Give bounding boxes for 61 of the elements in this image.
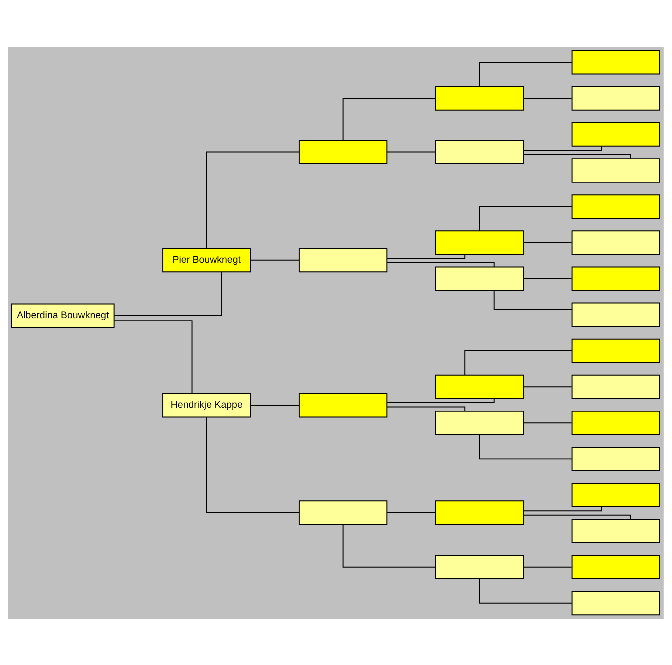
connector [386,151,436,152]
node-box: Hendrikje Kappe [162,392,252,418]
connector [523,146,602,151]
connector [342,98,436,140]
node-box [572,590,660,616]
node-box [435,500,524,524]
connector [479,206,573,232]
node-box [298,392,388,418]
node-box [572,266,660,291]
connector [386,398,495,403]
connector [523,422,572,424]
connector [479,434,573,460]
node-box [572,122,660,146]
connector [250,259,300,260]
connector [479,62,573,87]
node-box [435,266,524,291]
connector [206,151,300,248]
connector [386,254,466,259]
connector [250,404,300,406]
connector [523,386,572,388]
node-box [435,140,524,164]
node-box [572,518,660,543]
connector [206,416,300,513]
node-box [435,410,524,435]
node-box: Alberdina Bouwknegt [12,303,115,328]
node-box [572,302,660,327]
connector [479,578,573,604]
node-box [435,230,524,255]
node-box [572,446,660,471]
node-box: Pier Bouwknegt [162,248,252,272]
node-box [572,374,660,399]
connector [494,290,573,310]
connector [342,524,436,568]
connector [523,154,632,159]
node-box [572,482,660,507]
node-box [572,50,660,74]
connector [523,514,632,520]
connector [464,350,573,376]
node-box [572,194,660,218]
connector [523,242,572,243]
connector [523,566,572,568]
connector [386,262,495,267]
connector [386,512,436,513]
node-box [435,86,524,110]
connector [523,278,572,279]
connector [523,506,602,512]
node-box [572,158,660,182]
connector [523,98,572,99]
node-box [435,374,524,399]
node-box [298,140,388,164]
node-box [435,554,524,580]
node-box [572,86,660,110]
node-box [572,338,660,363]
node-box [298,500,388,524]
node-box [298,248,388,272]
connector [386,406,466,412]
node-box [572,554,660,580]
node-box [572,410,660,435]
connector [114,271,222,316]
node-box [572,230,660,255]
connector [114,320,193,394]
